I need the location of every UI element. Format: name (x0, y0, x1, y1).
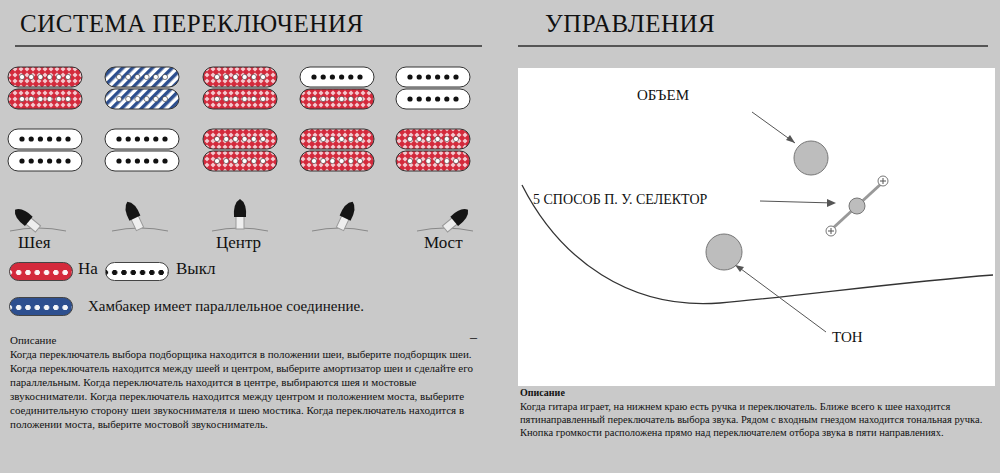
description-text: Когда гитара играет, на нижнем краю есть… (520, 400, 992, 439)
description-heading: Описание (520, 387, 565, 398)
legend-swatch (105, 262, 169, 281)
dash-mark: – (470, 330, 477, 346)
callout-label: ОБЪЕМ (637, 87, 689, 104)
legend-text: Хамбакер имеет параллельное соединение. (88, 298, 364, 315)
position-label: Центр (216, 233, 261, 253)
callout-label: 5 СПОСОБ П. У. СЕЛЕКТОР (533, 192, 707, 208)
callout-label: ТОН (832, 329, 863, 346)
description-heading: Описание (10, 334, 56, 346)
description-text: Когда переключатель выбора подборщика на… (10, 347, 496, 431)
legend-text: Выкл (176, 259, 216, 279)
position-label: Мост (424, 233, 463, 253)
legend-text: На (78, 259, 98, 279)
legend-swatch (9, 297, 73, 316)
panel-heading: СИСТЕМА ПЕРЕКЛЮЧЕНИЯ (20, 10, 364, 38)
panel-heading: УПРАВЛЕНИЯ (545, 10, 715, 38)
legend-swatch (9, 262, 73, 281)
position-label: Шея (18, 233, 51, 253)
